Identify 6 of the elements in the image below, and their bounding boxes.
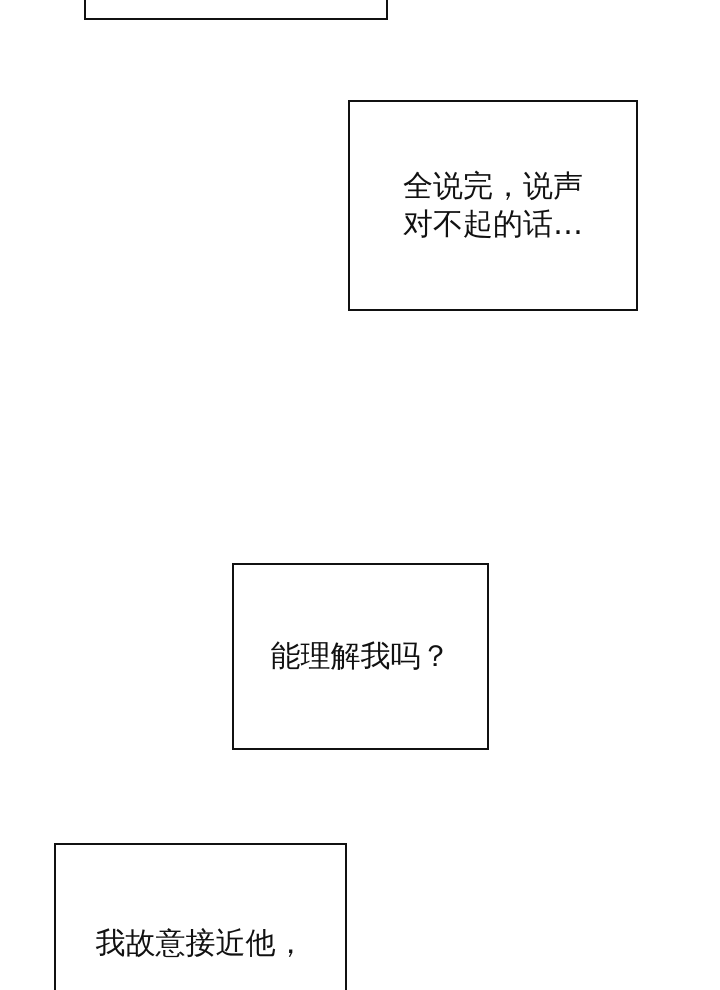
caption-text: 我故意接近他， bbox=[96, 925, 306, 962]
caption-box bbox=[54, 843, 347, 990]
caption-box bbox=[348, 100, 638, 311]
caption-text: 全说完，说声对不起的话… bbox=[402, 168, 584, 243]
caption-box bbox=[232, 563, 489, 750]
caption-text: 能理解我吗？ bbox=[270, 638, 450, 676]
